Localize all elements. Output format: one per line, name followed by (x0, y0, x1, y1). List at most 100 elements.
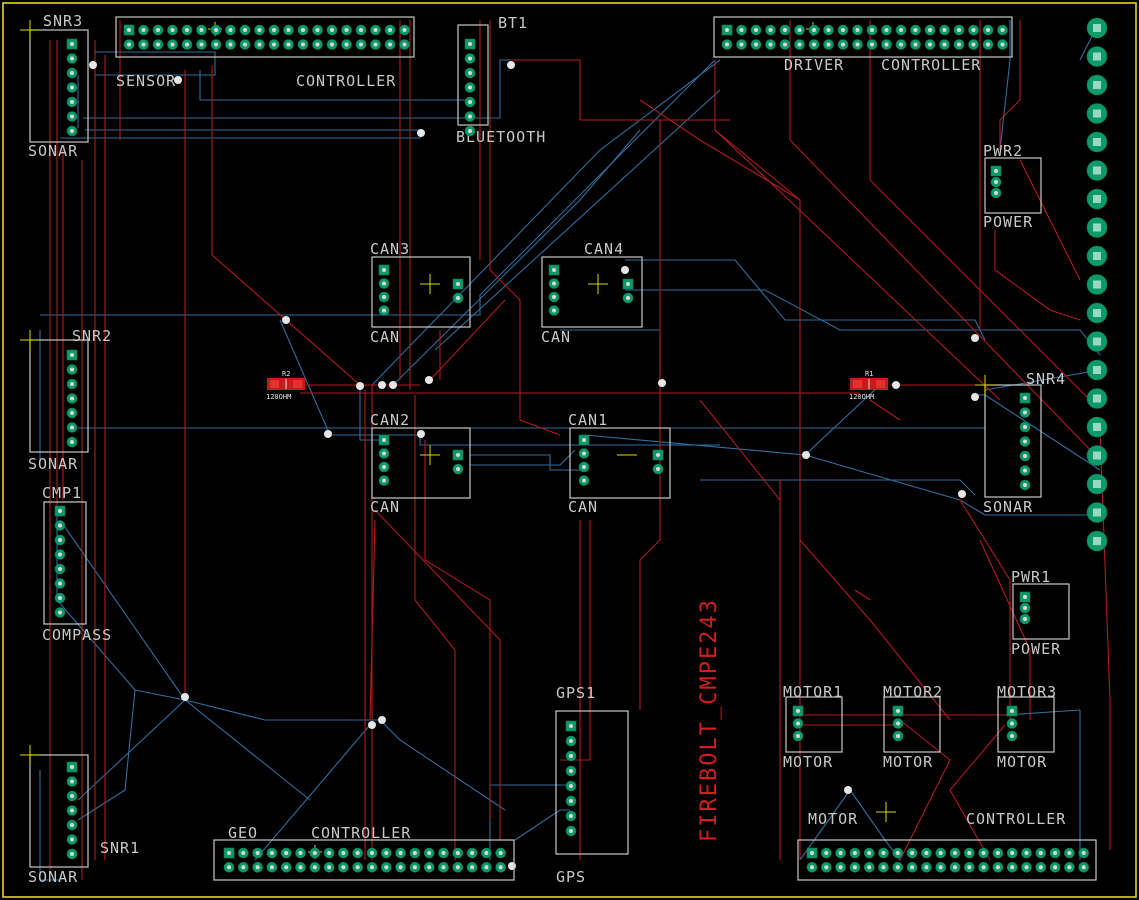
cmp1-footprint[interactable]: CMP1 COMPASS (42, 484, 112, 644)
pad-drill (468, 85, 472, 90)
pad-drill (826, 28, 831, 32)
pad-drill (725, 42, 729, 47)
pad-drill (170, 28, 175, 32)
pad-drill (344, 28, 349, 32)
pwr1-footprint[interactable]: PWR1 POWER (1011, 568, 1070, 658)
pad-drill (70, 794, 74, 798)
r2-value: 120OHM (266, 393, 291, 401)
pwr2-footprint[interactable]: PWR2 POWER (983, 142, 1042, 231)
pad-drill (373, 42, 378, 47)
snr2-footprint[interactable]: SNR2 SONAR (20, 327, 112, 473)
pad-drill (70, 765, 74, 769)
edge-connector-pad-drill (1093, 252, 1101, 260)
pad-drill (388, 28, 392, 32)
r2-resistor[interactable]: R2 120OHM (266, 370, 305, 401)
driver-controller-value-b: CONTROLLER (881, 56, 981, 74)
pad-drill (272, 42, 276, 47)
snr3-footprint[interactable]: SNR3 SONAR (20, 12, 89, 160)
pad-drill (938, 865, 943, 870)
pad-drill (957, 42, 961, 47)
pad-drill (58, 538, 62, 542)
pad-drill (725, 28, 729, 32)
pad-drill (867, 851, 872, 855)
can1-footprint[interactable]: CAN1 CAN (568, 411, 671, 516)
pad-drill (881, 851, 886, 855)
pad-drill (855, 42, 860, 47)
pad-drill (841, 28, 845, 32)
pad-drill (70, 114, 74, 119)
pad-drill (626, 282, 630, 286)
pad-drill (70, 411, 74, 415)
motor-controller-header[interactable]: MOTOR CONTROLLER (797, 802, 1097, 881)
pwr1-ref: PWR1 (1011, 568, 1051, 586)
geo-controller-value-a: GEO (228, 824, 258, 842)
edge-connector-pad-drill (1093, 166, 1101, 175)
pad-drill (468, 114, 472, 119)
can2-footprint[interactable]: CAN2 CAN (370, 411, 471, 516)
pad-drill (227, 851, 231, 855)
motor1-value: MOTOR (783, 753, 833, 771)
snr2-ref: SNR2 (72, 327, 112, 345)
driver-controller-header[interactable]: DRIVER CONTROLLER (713, 16, 1013, 74)
edge-connector[interactable] (1086, 17, 1108, 552)
pad-drill (243, 42, 247, 47)
bt1-ref: BT1 (498, 14, 528, 32)
pad-drill (783, 28, 787, 32)
edge-connector-pad-drill (1093, 52, 1101, 61)
pad-drill (841, 42, 845, 47)
edge-connector-pad-drill (1093, 309, 1101, 317)
pad-drill (344, 42, 349, 47)
pad-drill (1038, 865, 1043, 870)
snr1-footprint[interactable]: SNR1 SONAR (20, 745, 140, 886)
pad-drill (981, 851, 986, 855)
bt1-footprint[interactable]: BT1 BLUETOOTH (456, 14, 546, 146)
pad-drill (967, 851, 972, 855)
pad-drill (398, 851, 403, 855)
pad-drill (58, 610, 62, 615)
motor3-footprint[interactable]: MOTOR3 MOTOR (997, 683, 1057, 771)
pad-drill (70, 42, 74, 46)
motor2-footprint[interactable]: MOTOR2 MOTOR (883, 683, 943, 771)
pad-drill (569, 739, 573, 743)
snr4-footprint[interactable]: SNR4 SONAR (975, 370, 1066, 516)
pad-drill (257, 42, 262, 47)
sensor-controller-header[interactable]: SENSOR CONTROLLER (115, 16, 415, 90)
cmp1-ref: CMP1 (42, 484, 82, 502)
pad-drill (1023, 617, 1027, 621)
r1-resistor[interactable]: R1 120OHM (849, 370, 888, 401)
pad-drill (468, 71, 472, 75)
pad-drill (382, 295, 386, 299)
can4-footprint[interactable]: CAN4 CAN (541, 240, 643, 346)
snr2-value: SONAR (28, 455, 78, 473)
gps1-value: GPS (556, 868, 586, 886)
pad-drill (355, 851, 360, 855)
pad-drill (315, 28, 320, 32)
edge-connector-pad-drill (1093, 480, 1101, 488)
motor1-footprint[interactable]: MOTOR1 MOTOR (783, 683, 843, 771)
pad-drill (70, 71, 74, 75)
r1-ref: R1 (865, 370, 873, 378)
pad-drill (812, 28, 816, 32)
edge-connector-pad-drill (1093, 423, 1101, 431)
pad-drill (899, 28, 903, 32)
pad-drill (185, 28, 189, 32)
can3-footprint[interactable]: CAN3 CAN (370, 240, 471, 346)
pad-drill (199, 28, 204, 32)
pad-drill (1023, 454, 1027, 458)
pad-drill (768, 28, 773, 32)
pad-drill (1067, 851, 1072, 855)
sensor-controller-value-b: CONTROLLER (296, 72, 396, 90)
pad-drill (768, 42, 773, 47)
pad-drill (58, 581, 62, 586)
pad-drill (895, 865, 900, 870)
pad-drill (456, 467, 460, 471)
pad-drill (754, 28, 758, 32)
gps1-footprint[interactable]: GPS1 GPS (555, 684, 629, 886)
pad-drill (910, 865, 915, 870)
pad-drill (70, 425, 74, 430)
pad-drill (359, 28, 363, 32)
pad-drill (70, 779, 74, 784)
geo-controller-header[interactable]: GEO CONTROLLER (213, 824, 515, 881)
